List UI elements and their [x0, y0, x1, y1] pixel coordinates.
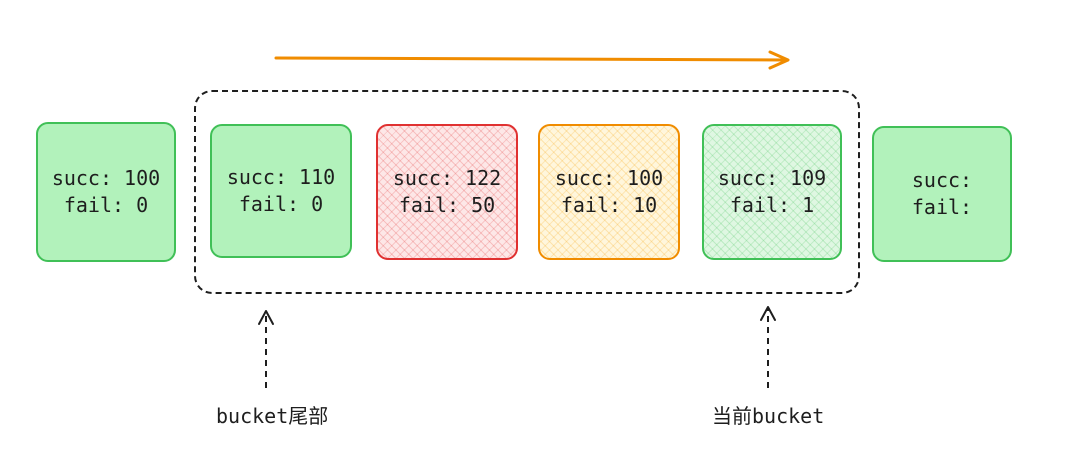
- bucket-2-window-tail: succ: 110 fail: 0: [210, 124, 352, 258]
- current-label: 当前bucket: [712, 404, 825, 428]
- bucket-succ: succ: 109: [717, 166, 827, 190]
- bucket-1: succ: 100 fail: 0: [36, 122, 176, 262]
- bucket-succ: succ: 100: [554, 166, 664, 190]
- bucket-6-next: succ: fail:: [872, 126, 1012, 262]
- bucket-4: succ: 100 fail: 10: [538, 124, 680, 260]
- bucket-fail: fail: 0: [238, 192, 324, 216]
- bucket-succ: succ:: [911, 168, 973, 192]
- bucket-fail: fail: 1: [729, 193, 815, 217]
- sliding-window-frame: [194, 90, 860, 294]
- bucket-3: succ: 122 fail: 50: [376, 124, 518, 260]
- bucket-fail: fail: 0: [63, 193, 149, 217]
- direction-arrow: [274, 50, 790, 70]
- bucket-succ: succ: 110: [226, 165, 336, 189]
- tail-label: bucket尾部: [216, 404, 329, 428]
- bucket-fail: fail: 10: [560, 193, 658, 217]
- bucket-5-current: succ: 109 fail: 1: [702, 124, 842, 260]
- bucket-succ: succ: 122: [392, 166, 502, 190]
- bucket-succ: succ: 100: [51, 166, 161, 190]
- current-pointer-arrow: [760, 306, 776, 388]
- bucket-fail: fail:: [911, 195, 973, 219]
- tail-pointer-arrow: [258, 310, 274, 388]
- bucket-fail: fail: 50: [398, 193, 496, 217]
